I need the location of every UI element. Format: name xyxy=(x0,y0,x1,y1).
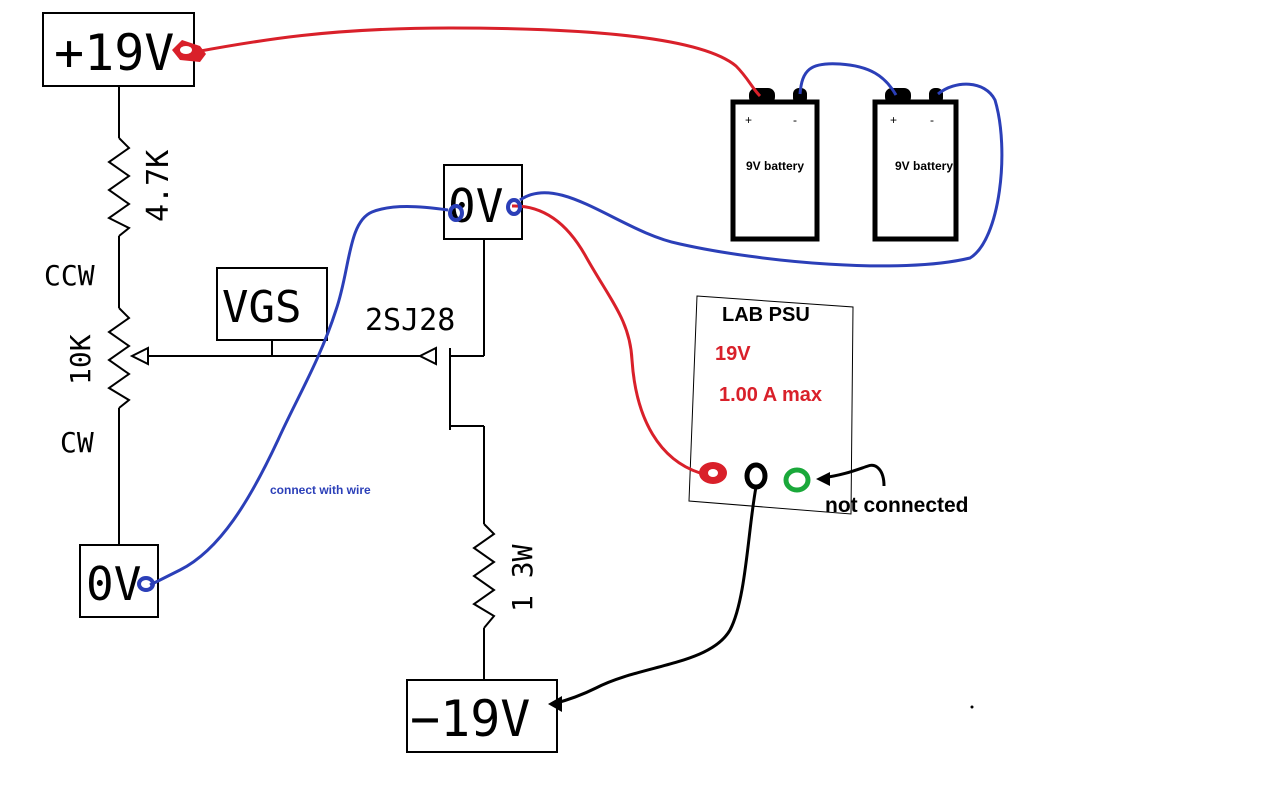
blue-wires xyxy=(149,62,1004,587)
not-connected-note: not connected xyxy=(825,494,969,517)
r1-label: 4.7K xyxy=(141,150,176,222)
psu-title: LAB PSU xyxy=(722,304,810,326)
neg-rail-arrowhead xyxy=(548,696,562,712)
pos-rail-label: +19V xyxy=(54,24,174,82)
pot-ccw-label: CCW xyxy=(44,259,95,292)
lab-psu: LAB PSU 19V 1.00 A max xyxy=(688,295,854,515)
connect-wire-note: connect with wire xyxy=(270,483,371,497)
resistor-1ohm-3w xyxy=(472,523,496,629)
battery-1: + - 9V battery xyxy=(730,88,820,242)
pot-label: 10K xyxy=(64,334,97,385)
battery-2-plus: + xyxy=(890,113,897,127)
psu-current: 1.00 A max xyxy=(719,384,822,406)
pos-rail-box xyxy=(42,12,195,87)
pot-cw-label: CW xyxy=(60,426,94,459)
fet-label: 2SJ28 xyxy=(365,303,455,338)
vgs-box xyxy=(216,267,328,341)
schematic-wires xyxy=(118,86,485,680)
psu-voltage: 19V xyxy=(715,343,751,365)
stray-dot xyxy=(970,705,974,709)
r2-label: 1 3W xyxy=(506,544,539,612)
battery-1-plus: + xyxy=(745,113,752,127)
neg-rail-label: −19V xyxy=(410,690,530,748)
gnd-left-label: 0V xyxy=(86,557,141,611)
psu-green-terminal xyxy=(783,467,811,493)
red-wires xyxy=(194,26,762,475)
vgs-label: VGS xyxy=(222,282,301,333)
battery-2-minus: - xyxy=(930,113,934,127)
battery-2: + - 9V battery xyxy=(872,88,959,242)
not-connected-arrowhead xyxy=(816,472,830,486)
blue-clips xyxy=(137,198,522,592)
battery-1-minus: - xyxy=(793,113,797,127)
resistor-4k7 xyxy=(107,137,131,237)
red-clip xyxy=(172,40,206,62)
neg-rail-box xyxy=(406,679,558,753)
battery-1-label: 9V battery xyxy=(746,159,804,173)
pot-wiper-arrow xyxy=(129,346,149,366)
black-wires xyxy=(552,463,886,706)
potentiometer-10k xyxy=(107,307,131,409)
battery-2-label: 9V battery xyxy=(895,159,953,173)
fet-gate-arrow xyxy=(417,346,437,366)
